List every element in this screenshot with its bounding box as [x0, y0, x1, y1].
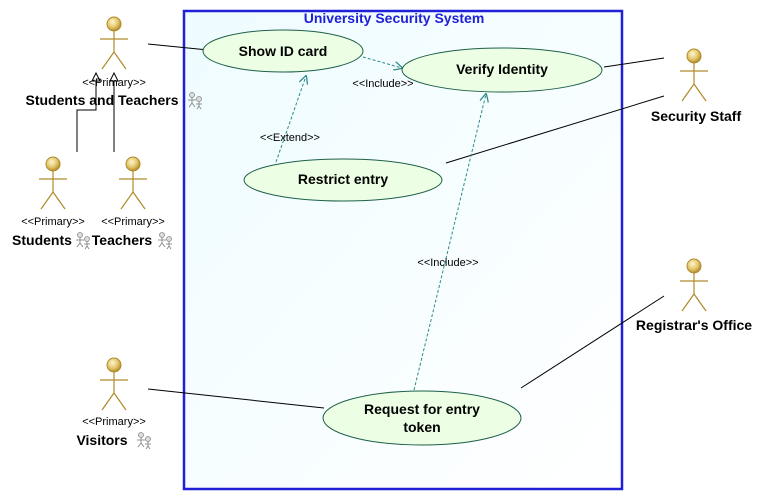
actor-name: Security Staff — [651, 108, 742, 124]
use-case-label: Show ID card — [239, 43, 328, 59]
use-case-show-id-card[interactable]: Show ID card — [202, 29, 364, 73]
actor-students[interactable]: <<Primary>> Students — [12, 156, 90, 250]
actor-stereotype: <<Primary>> — [82, 77, 146, 89]
actor-name: Visitors — [76, 432, 127, 448]
actor-stick-figure-icon — [39, 156, 67, 210]
actor-name: Registrar's Office — [636, 317, 752, 333]
primary-actor-badge-icon — [137, 432, 151, 450]
actor-security-staff[interactable]: Security Staff — [651, 48, 742, 124]
assoc-registrar-request[interactable] — [520, 295, 665, 389]
assoc-students-teachers-show-id[interactable] — [147, 43, 209, 51]
actor-visitors[interactable]: <<Primary>> Visitors — [76, 357, 151, 450]
assoc-visitors-request[interactable] — [147, 388, 325, 409]
actor-stereotype: <<Primary>> — [21, 216, 85, 228]
generalization-arrowhead-students — [91, 71, 101, 82]
actor-name: Students — [12, 232, 72, 248]
actor-stick-figure-icon — [680, 48, 708, 102]
actor-name: Students and Teachers — [25, 92, 178, 108]
extend-restrict-show-id[interactable] — [275, 76, 306, 163]
use-case-restrict-entry[interactable]: Restrict entry — [243, 158, 443, 202]
use-case-verify-identity[interactable]: Verify Identity — [401, 47, 603, 93]
include-label-verify: <<Include>> — [352, 78, 413, 90]
use-case-label: Restrict entry — [298, 171, 388, 187]
primary-actor-badge-icon — [76, 232, 90, 250]
actor-teachers[interactable]: <<Primary>> Teachers — [92, 156, 172, 250]
use-case-label: Verify Identity — [456, 61, 548, 77]
actor-students-and-teachers[interactable]: <<Primary>> Students and Teachers — [25, 16, 202, 110]
include-label-token: <<Include>> — [417, 257, 478, 269]
include-request-verify[interactable] — [413, 94, 486, 391]
actor-registrars-office[interactable]: Registrar's Office — [636, 258, 752, 333]
actor-stereotype: <<Primary>> — [82, 416, 146, 428]
actor-stick-figure-icon — [680, 258, 708, 312]
assoc-security-restrict[interactable] — [445, 95, 665, 164]
use-case-label-line2: token — [403, 419, 440, 435]
actor-stick-figure-icon — [100, 16, 128, 70]
system-title: University Security System — [304, 10, 485, 26]
include-show-id-verify[interactable] — [362, 56, 402, 68]
actor-name: Teachers — [92, 232, 153, 248]
actor-stick-figure-icon — [100, 357, 128, 411]
extend-label-restrict: <<Extend>> — [260, 132, 320, 144]
use-case-request-entry-token[interactable]: Request for entry token — [322, 390, 522, 446]
primary-actor-badge-icon — [158, 232, 172, 250]
use-case-label-line1: Request for entry — [364, 401, 480, 417]
primary-actor-badge-icon — [188, 92, 202, 110]
actor-stereotype: <<Primary>> — [101, 216, 165, 228]
generalization-students[interactable] — [76, 80, 97, 152]
assoc-security-verify[interactable] — [603, 57, 665, 68]
generalization-arrowhead-teachers — [109, 71, 119, 82]
actor-stick-figure-icon — [119, 156, 147, 210]
